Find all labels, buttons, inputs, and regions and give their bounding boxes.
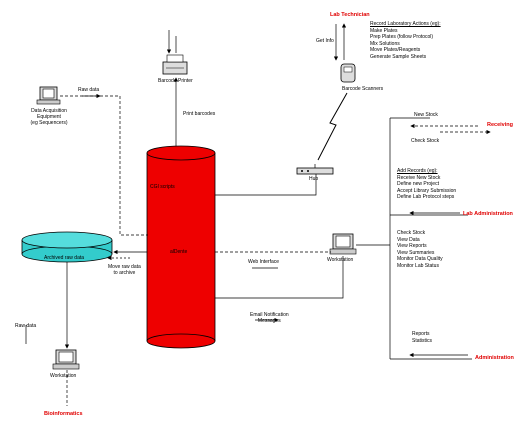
list-item: Generate Sample Sheets xyxy=(370,53,427,60)
admin-actions: Reports Statistics xyxy=(412,331,432,344)
list-item: Prep Plates (follow Protocol) xyxy=(370,34,434,41)
aldente-label: alDente xyxy=(170,249,188,255)
wireless-link xyxy=(317,92,348,161)
role-lab-technician: Lab Technician xyxy=(330,12,370,18)
email-notification-label: Email Notification Messages xyxy=(250,312,289,324)
workstation-icon-right xyxy=(329,233,357,255)
cgi-scripts-label: CGI scripts xyxy=(150,184,175,190)
list-item: Mix Solutions xyxy=(370,40,400,47)
list-item: Check Stock xyxy=(397,230,426,236)
archive-label: Archived raw data xyxy=(44,255,85,261)
list-item: Monitor Data Quality xyxy=(397,256,443,263)
list-item: View Reports xyxy=(397,243,427,250)
move-raw-data-line: Move raw data xyxy=(108,264,141,270)
hub-icon xyxy=(296,167,334,175)
raw-data-top-label: Raw data xyxy=(78,87,100,93)
barcode-scanners-label: Barcode Scanners xyxy=(342,86,384,92)
lab-admin-records-heading: Add Records (eg): xyxy=(397,168,438,174)
list-item: Make Plates xyxy=(370,27,398,34)
role-receiving: Receiving xyxy=(487,122,513,128)
workstation-right-label: Workstation xyxy=(327,257,354,263)
email-line: Messages xyxy=(257,318,281,324)
workstation-bottom-label: Workstation xyxy=(50,373,77,379)
get-info-label: Get Info xyxy=(316,38,334,44)
list-item: Define new Project xyxy=(397,181,439,188)
role-lab-administration: Lab Administration xyxy=(463,211,513,217)
list-item: Statistics xyxy=(412,337,433,344)
email-line: Email Notification xyxy=(250,312,289,318)
list-item: Move Plates/Reagents xyxy=(370,47,421,54)
view-actions: Check Stock View Data View Reports View … xyxy=(397,230,443,270)
role-bioinformatics: Bioinformatics xyxy=(44,411,83,417)
list-item: Define Lab Protocol steps xyxy=(397,194,455,201)
hub-label: Hub xyxy=(309,176,319,182)
list-item: View Summaries xyxy=(397,249,435,256)
data-acq-line: Equipment xyxy=(37,114,61,120)
print-barcodes-label: Print barcodes xyxy=(183,111,216,117)
move-raw-data-line: to archive xyxy=(113,270,136,276)
list-item: Accept Library Submission xyxy=(397,187,457,194)
list-item: Reports xyxy=(412,331,430,337)
archive-disk-icon xyxy=(21,231,113,263)
raw-data-bottom-label: Raw data xyxy=(15,323,37,329)
list-item: Receive New Stock xyxy=(397,174,441,181)
workstation-icon-bottom xyxy=(52,349,80,370)
data-acq-line: Data Acquisition xyxy=(31,108,67,114)
role-administration: Administration xyxy=(475,355,514,361)
data-acquisition-label: Data Acquisition Equipment (eg Sequencer… xyxy=(30,108,68,126)
barcode-printer-icon xyxy=(162,54,188,75)
technician-actions: Record Laboratory Actions (eg): Make Pla… xyxy=(370,21,441,61)
workstation-icon-data-acq xyxy=(36,86,61,105)
move-raw-data-label: Move raw data to archive xyxy=(108,264,141,276)
check-stock-label: Check Stock xyxy=(411,138,440,144)
list-item: View Data xyxy=(397,236,420,243)
data-acq-line: (eg Sequencers) xyxy=(30,120,68,126)
technician-actions-heading: Record Laboratory Actions (eg): xyxy=(370,21,441,27)
web-interface-label: Web Interface xyxy=(248,259,280,265)
lab-admin-records: Add Records (eg): Receive New Stock Defi… xyxy=(397,168,456,201)
new-stock-label: New Stock xyxy=(414,112,438,118)
barcode-printer-label: Barcode Printer xyxy=(158,78,193,84)
barcode-scanner-icon xyxy=(340,63,356,83)
list-item: Monitor Lab Status xyxy=(397,262,439,269)
aldente-database-icon xyxy=(146,145,216,349)
